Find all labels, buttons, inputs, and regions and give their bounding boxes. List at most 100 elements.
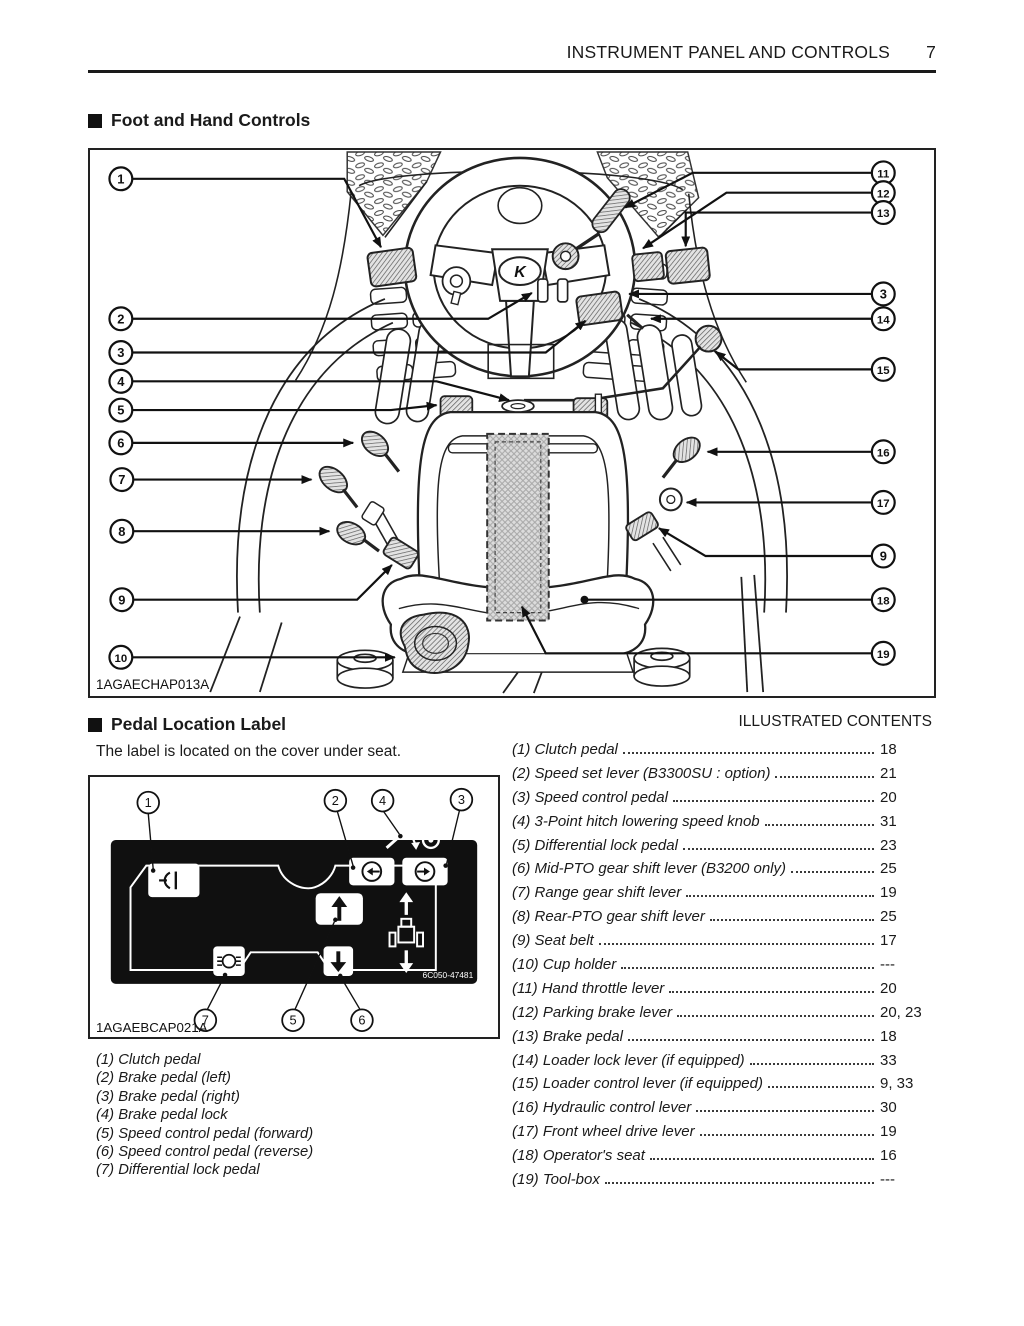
toc-item: (17) Front wheel drive lever 19 <box>512 1123 932 1147</box>
forward-pedal-icon <box>315 893 363 925</box>
toc-label: (6) Mid-PTO gear shift lever (B3200 only… <box>512 860 786 878</box>
fender-lever-knobs <box>318 430 701 553</box>
toc-page: 16 <box>880 1147 897 1165</box>
toc-page: 25 <box>880 908 897 926</box>
ignition-switch <box>441 266 472 296</box>
svg-text:12: 12 <box>877 188 890 200</box>
list-item: (4) Brake pedal lock <box>96 1107 228 1124</box>
list-item: (1) Clutch pedal <box>96 1052 201 1068</box>
toc-label: (10) Cup holder <box>512 956 617 974</box>
toc-label: (19) Tool-box <box>512 1171 600 1189</box>
toc-page: 20 <box>880 979 897 997</box>
leader-dots <box>764 823 874 826</box>
label-callout-bubbles: 1 2 4 3 7 5 6 <box>136 787 474 1032</box>
toc-item: (19) Tool-box --- <box>512 1171 932 1195</box>
toc-label: (18) Operator's seat <box>512 1147 645 1165</box>
speed-control-pedal <box>575 290 645 330</box>
leader-dots <box>627 1038 874 1041</box>
svg-text:3: 3 <box>880 287 887 302</box>
list-item: (7) Differential lock pedal <box>96 1162 260 1179</box>
cup-holder <box>399 611 470 675</box>
sticker-part-number: 6C050-47481 <box>423 970 474 980</box>
svg-text:1: 1 <box>145 795 152 810</box>
svg-text:4: 4 <box>379 793 386 808</box>
section-heading-pedal-label: Pedal Location Label <box>88 714 286 735</box>
toc-page: 25 <box>880 860 897 878</box>
list-item: (6) Speed control pedal (reverse) <box>96 1144 314 1161</box>
range-low-icon <box>349 857 395 886</box>
toc-item: (11) Hand throttle lever 20 <box>512 980 932 1004</box>
pedal-label-illustration: 6C050-47481 1 2 4 3 7 5 6 1AGAEBCAP021A <box>96 787 478 1035</box>
section-square-icon <box>88 113 102 128</box>
figure-code: 1AGAEBCAP021A <box>96 1020 208 1035</box>
toc-label: (3) Speed control pedal <box>512 788 668 806</box>
svg-text:7: 7 <box>118 472 125 487</box>
callout-bubbles: 1 2 3 4 5 6 7 8 9 10 11 12 13 3 14 15 16… <box>108 160 896 670</box>
rear-pto-lever-knob <box>336 521 367 546</box>
leader-dots <box>621 967 874 970</box>
list-item: (5) Speed control pedal (forward) <box>96 1125 314 1142</box>
hitch-lowering-speed-knob <box>501 399 535 413</box>
hand-throttle-lever <box>551 188 631 271</box>
header-title: INSTRUMENT PANEL AND CONTROLS <box>566 42 891 62</box>
toc-item: (15) Loader control lever (if equipped)9… <box>512 1075 932 1099</box>
toc-page: 20, 23 <box>880 1003 922 1021</box>
leader-dots <box>749 1062 874 1065</box>
foot-hand-controls-figure: K <box>88 148 936 698</box>
reverse-pedal-icon <box>323 946 354 976</box>
pedal-label-description: The label is located on the cover under … <box>96 743 402 760</box>
diff-lock-icon <box>213 946 245 976</box>
toc-label: (17) Front wheel drive lever <box>512 1123 695 1141</box>
toc-item: (14) Loader lock lever (if equipped)33 <box>512 1052 932 1076</box>
toc-label: (11) Hand throttle lever <box>512 979 665 997</box>
svg-text:9: 9 <box>118 592 125 607</box>
svg-text:3: 3 <box>117 345 124 360</box>
leader-dots <box>775 775 874 778</box>
toc-page: 31 <box>880 812 897 830</box>
toc-page: --- <box>880 1171 895 1189</box>
toc-label: (2) Speed set lever (B3300SU : option) <box>512 764 771 782</box>
brake-pedals <box>631 246 711 285</box>
toc-label: (14) Loader lock lever (if equipped) <box>512 1051 745 1069</box>
toc-label: (1) Clutch pedal <box>512 741 618 758</box>
svg-text:17: 17 <box>877 498 890 510</box>
header-page-number: 7 <box>926 42 936 62</box>
svg-text:11: 11 <box>877 168 890 180</box>
clutch-pedal <box>366 246 418 288</box>
leader-dots <box>622 752 874 754</box>
label-leader-lines <box>147 810 461 1010</box>
svg-text:7: 7 <box>202 1013 209 1028</box>
svg-text:8: 8 <box>118 524 125 539</box>
tractor-controls-illustration: K <box>96 151 896 694</box>
leader-dots <box>699 1134 874 1137</box>
toc-page: 19 <box>880 884 897 902</box>
svg-text:18: 18 <box>877 595 890 607</box>
svg-text:19: 19 <box>877 649 890 661</box>
toc-label: (16) Hydraulic control lever <box>512 1099 692 1117</box>
toc-page: 19 <box>880 1123 897 1141</box>
leader-dots <box>669 990 874 993</box>
leader-dots <box>672 799 874 802</box>
pedal-key-list: (1) Clutch pedal (2) Brake pedal (left) … <box>96 1051 313 1180</box>
leader-dots <box>598 943 874 946</box>
clutch-icon <box>148 863 200 898</box>
leader-dots <box>709 919 874 922</box>
svg-text:2: 2 <box>332 793 339 808</box>
svg-text:10: 10 <box>115 653 128 665</box>
range-gear-lever-knob <box>318 465 348 494</box>
toc-page: 17 <box>880 932 897 950</box>
toc-page: 9, 33 <box>880 1075 914 1093</box>
steering-wheel: K <box>403 156 637 380</box>
toc-item: (18) Operator's seat 16 <box>512 1147 932 1171</box>
svg-text:15: 15 <box>877 365 890 377</box>
leader-dots <box>649 1158 874 1161</box>
